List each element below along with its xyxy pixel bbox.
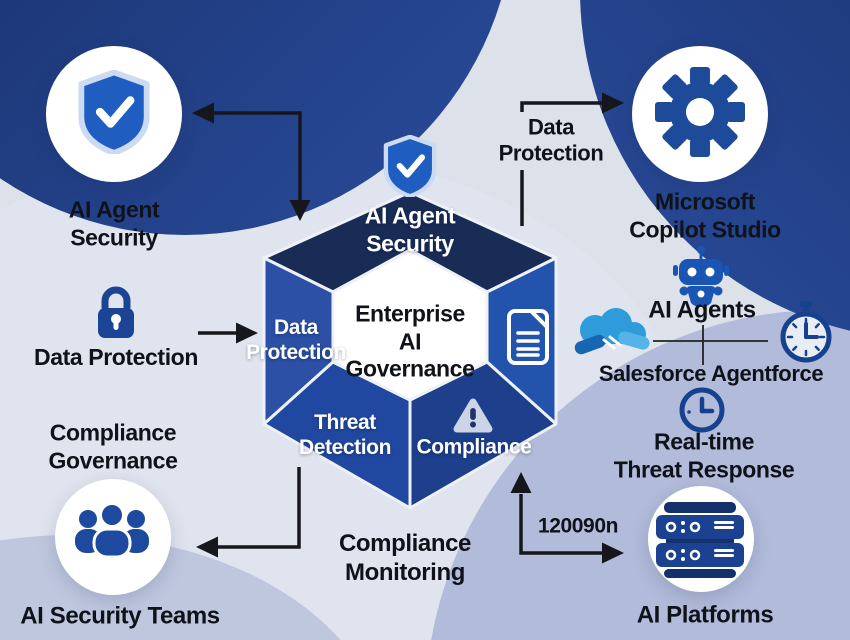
handshake-icon (574, 308, 650, 355)
document-icon (507, 309, 549, 365)
label-security-teams: AI Security Teams (20, 602, 220, 630)
label-flow-note: 120090n (537, 514, 619, 538)
gear-icon (655, 67, 745, 157)
stopwatch-icon (780, 301, 832, 363)
label-data-protection: Data Protection (34, 344, 198, 371)
lock-icon (98, 286, 134, 338)
robot-icon (673, 246, 729, 307)
crosshair-lines (653, 325, 768, 365)
label-salesforce-agentforce: Salesforce Agentforce (598, 360, 824, 386)
label-ai-agents: AI Agents (648, 296, 756, 324)
shield-check-icon (78, 70, 150, 154)
server-icon (656, 502, 744, 578)
label-ai-platforms: AI Platforms (636, 601, 774, 629)
hex-bottom-right-facet-label: Compliance (416, 435, 532, 459)
people-icon (75, 502, 149, 559)
clock-icon (679, 387, 725, 433)
warning-triangle-icon (453, 398, 493, 433)
shield-check-icon (383, 135, 437, 197)
arrowheads (192, 92, 624, 564)
flow-arrows (198, 101, 602, 555)
